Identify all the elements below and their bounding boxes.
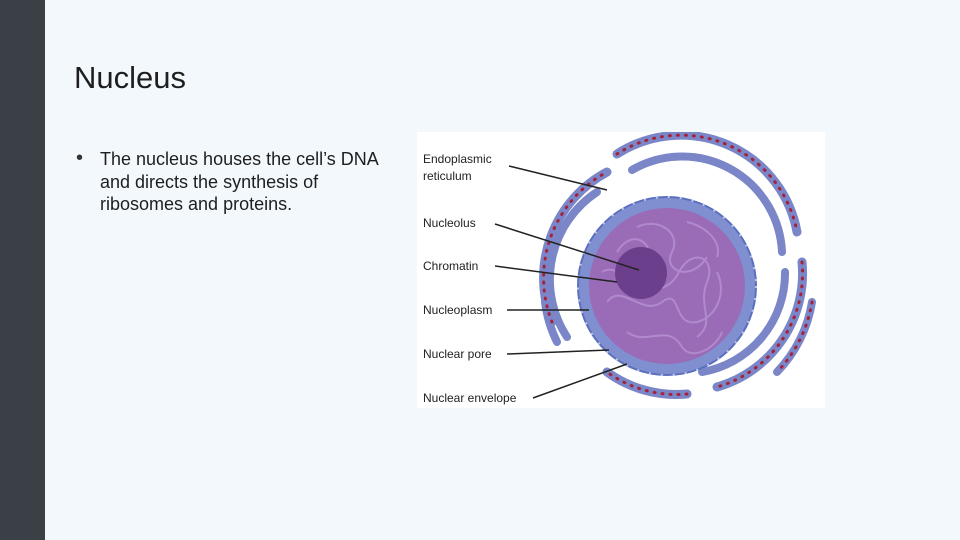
slide-title: Nucleus bbox=[74, 60, 186, 95]
bullet-text: The nucleus houses the cell’s DNA and di… bbox=[100, 149, 378, 214]
endoplasmic-reticulum bbox=[539, 132, 816, 399]
label-chromatin: Chromatin bbox=[423, 259, 478, 273]
left-accent-bar bbox=[0, 0, 45, 540]
label-nucleolus: Nucleolus bbox=[423, 216, 476, 230]
nucleolus bbox=[615, 247, 667, 299]
chromatin bbox=[601, 221, 723, 355]
nucleus-diagram-svg: Endoplasmic reticulum Nucleolus Chromati… bbox=[423, 132, 816, 405]
bullet-dot-icon: • bbox=[76, 147, 84, 169]
label-nucleoplasm: Nucleoplasm bbox=[423, 303, 492, 317]
label-nuclear-pore: Nuclear pore bbox=[423, 347, 492, 361]
label-reticulum: reticulum bbox=[423, 169, 472, 183]
label-endoplasmic: Endoplasmic bbox=[423, 152, 492, 166]
leader-lines bbox=[494, 165, 640, 399]
nucleus-diagram: Endoplasmic reticulum Nucleolus Chromati… bbox=[417, 132, 825, 408]
label-nuclear-envelope: Nuclear envelope bbox=[423, 391, 517, 405]
nuclear-pores bbox=[577, 196, 757, 376]
